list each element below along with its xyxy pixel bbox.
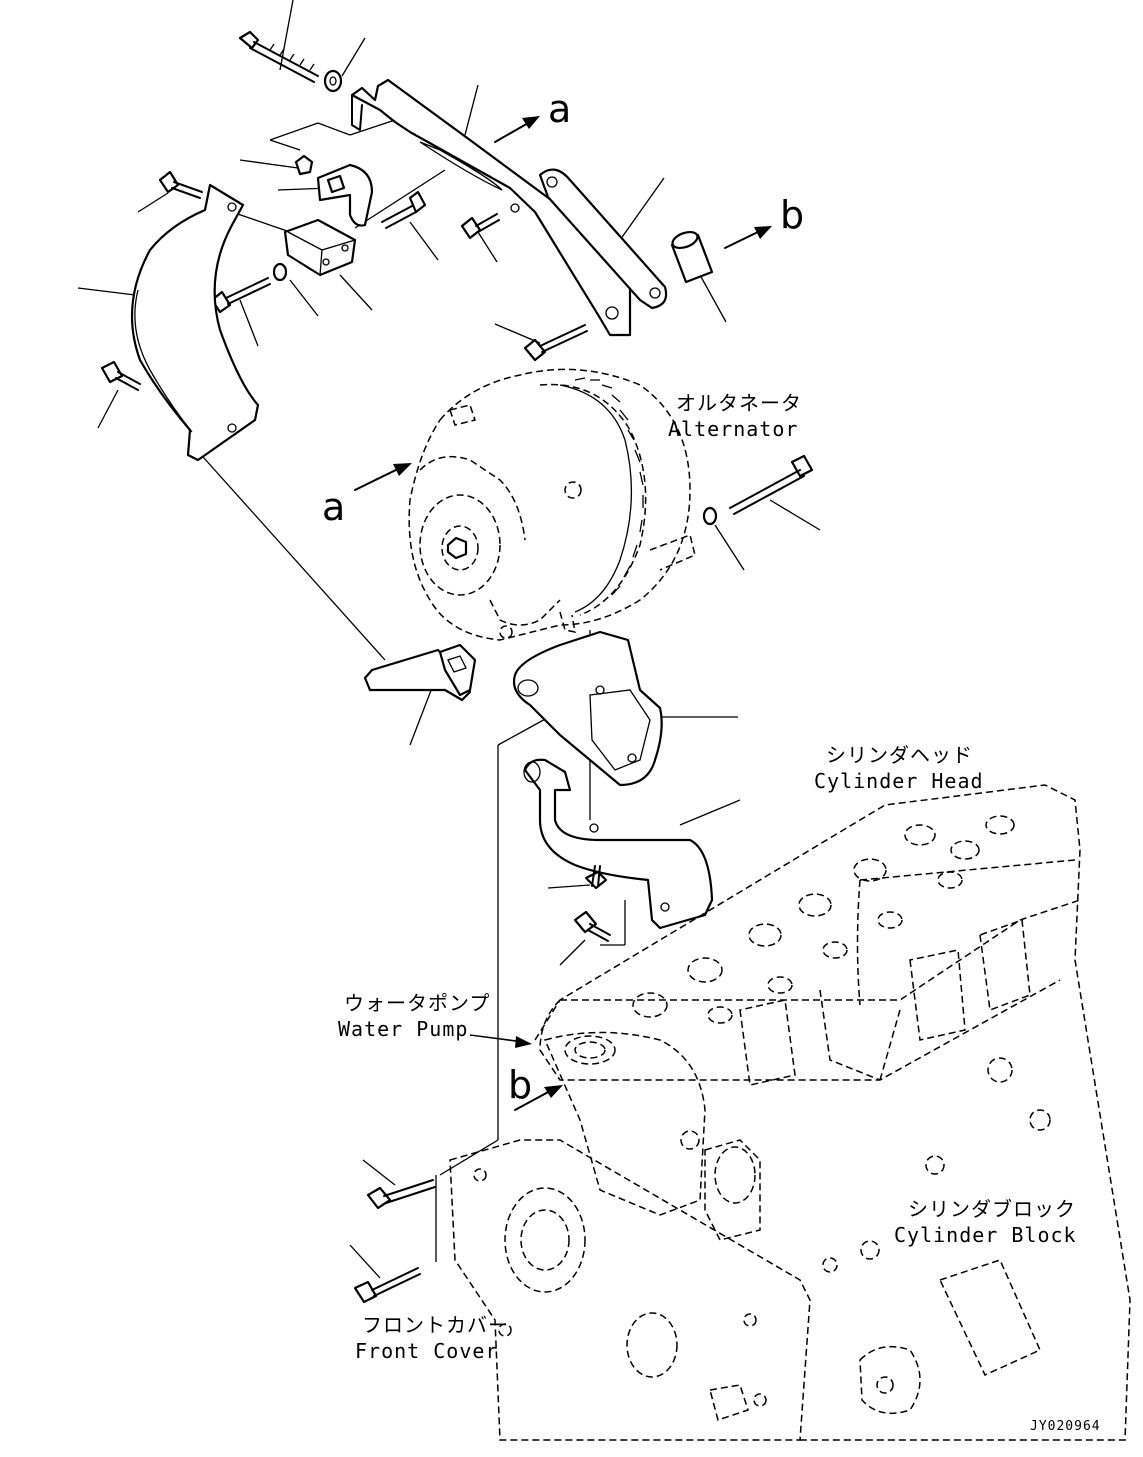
- washer-icon: [272, 262, 288, 282]
- bolt-icon: [353, 1267, 421, 1304]
- lower-bracket-icon: [523, 758, 714, 930]
- spacer-icon: [670, 230, 714, 284]
- arrow-b-waterpump: [514, 1085, 563, 1111]
- bolt-icon: [366, 1179, 436, 1210]
- label-cylinder-head-jp: シリンダヘッド: [826, 743, 973, 767]
- bolt-icon: [729, 454, 814, 515]
- label-water-pump-en: Water Pump: [338, 1017, 468, 1041]
- mounting-bracket-icon: [512, 630, 663, 787]
- link-rod-icon: [538, 168, 668, 310]
- bolt-icon: [238, 30, 319, 83]
- label-cylinder-block-en: Cylinder Block: [894, 1223, 1077, 1247]
- label-cylinder-block-jp: シリンダブロック: [908, 1197, 1076, 1221]
- spacer-block-icon: [283, 218, 357, 277]
- label-front-cover-jp: フロントカバー: [362, 1313, 509, 1337]
- label-cylinder-head-en: Cylinder Head: [814, 769, 984, 793]
- leader-lines: [77, 0, 821, 1279]
- adjusting-bracket-icon: [350, 78, 632, 337]
- marker-b-top: b: [780, 193, 804, 237]
- bolt-icon: [573, 910, 611, 942]
- washer-icon: [323, 69, 343, 93]
- l-bracket-icon: [363, 643, 477, 702]
- marker-b-waterpump: b: [508, 1063, 532, 1107]
- bolt-icon: [158, 170, 203, 199]
- arrow-b-top: [724, 226, 772, 249]
- label-water-pump-jp: ウォータポンプ: [344, 991, 490, 1015]
- engine-block-icon: [534, 784, 1131, 1441]
- bolt-icon: [584, 865, 608, 890]
- marker-a-alternator: a: [322, 485, 345, 529]
- arrow-a-alternator: [354, 463, 412, 491]
- washer-icon: [702, 506, 718, 526]
- label-front-cover-en: Front Cover: [355, 1339, 498, 1363]
- front-cover-icon: [449, 1139, 811, 1441]
- nut-icon: [294, 154, 314, 176]
- label-alternator-jp: オルタネータ: [676, 391, 802, 415]
- arrow-a-top: [494, 116, 540, 143]
- label-alternator-en: Alternator: [668, 417, 798, 441]
- bolt-icon: [100, 360, 141, 391]
- bolt-icon: [210, 277, 271, 314]
- clip-bracket-icon: [316, 163, 374, 227]
- drawing-code: JY020964: [1030, 1419, 1101, 1434]
- arrow-water-pump: [469, 1034, 532, 1048]
- bolt-icon: [460, 213, 500, 240]
- bolt-icon: [381, 190, 427, 229]
- alternator-icon: [408, 368, 696, 641]
- marker-a-top: a: [548, 87, 571, 131]
- curved-bracket-icon: [130, 183, 260, 462]
- water-pump-icon: [543, 1031, 761, 1241]
- bolt-icon: [523, 324, 588, 362]
